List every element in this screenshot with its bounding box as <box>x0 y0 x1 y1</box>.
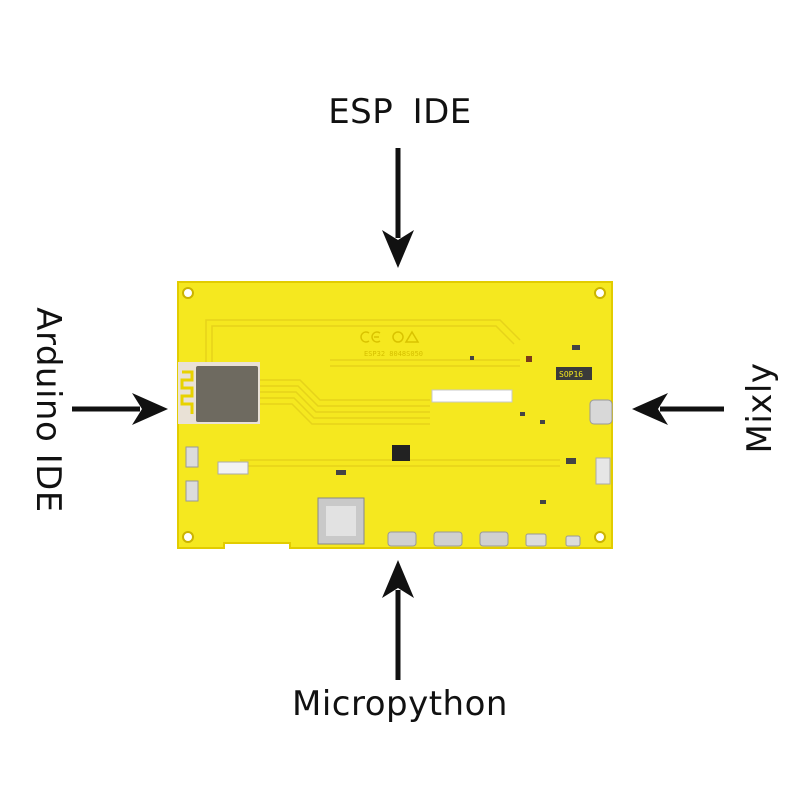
smd-components <box>336 345 580 504</box>
mounting-hole <box>594 287 606 299</box>
side-connector <box>185 446 199 468</box>
arrow-down-icon <box>382 148 414 268</box>
bottom-connector <box>433 531 463 547</box>
label-arduino-ide: Arduino IDE <box>28 307 68 513</box>
mounting-hole <box>594 531 606 543</box>
ce-mark-icon <box>360 330 420 343</box>
pcb-traces <box>205 319 560 467</box>
bottom-connector <box>565 535 581 547</box>
jst-connector <box>217 461 249 475</box>
board-model-marking: ESP32 8048S050 <box>364 350 423 358</box>
usb-c-port <box>589 399 613 425</box>
arrow-right-icon <box>72 393 168 425</box>
jst-connector <box>595 457 611 485</box>
bottom-connector <box>387 531 417 547</box>
mounting-hole <box>182 531 194 543</box>
sop16-chip <box>556 367 592 380</box>
wifi-antenna-icon <box>180 370 194 414</box>
arrow-up-icon <box>382 560 414 680</box>
fpc-connector <box>431 389 513 403</box>
ic-chip <box>392 445 410 461</box>
esp32-module <box>178 362 260 424</box>
label-mixly: Mixly <box>740 362 780 454</box>
mounting-hole <box>182 287 194 299</box>
bottom-connector <box>525 533 547 547</box>
label-esp-ide: ESP IDE <box>328 92 472 132</box>
side-connector <box>185 480 199 502</box>
arrow-left-icon <box>632 393 724 425</box>
label-micropython: Micropython <box>292 684 508 724</box>
chip-marking: SOP16 <box>559 370 583 379</box>
bottom-connector <box>479 531 509 547</box>
pcb-board: ESP32 8048S050 SOP16 <box>177 281 613 549</box>
